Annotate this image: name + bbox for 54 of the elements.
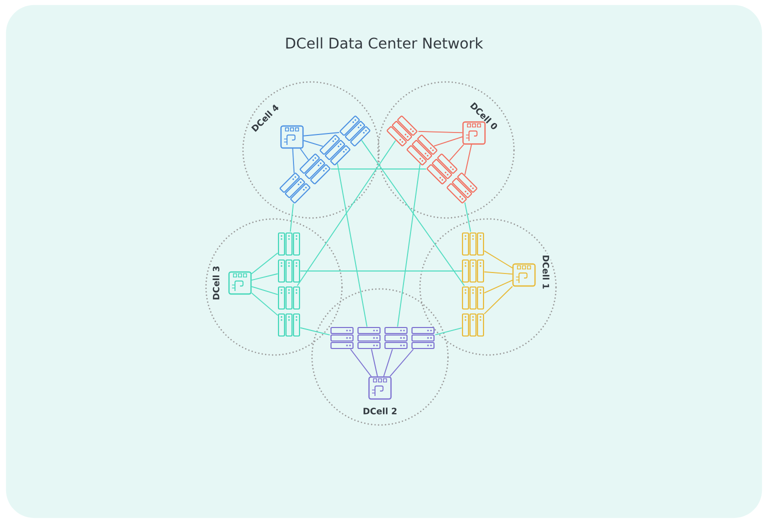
link-line	[464, 144, 472, 176]
link-line	[484, 286, 513, 314]
link-line	[300, 327, 330, 336]
link-line	[449, 144, 464, 162]
link-line	[303, 132, 340, 136]
switch-icon	[512, 263, 536, 287]
server-rack-icon	[280, 172, 310, 204]
server-rack-icon	[462, 286, 484, 310]
link-line	[390, 348, 414, 377]
server-rack-icon	[340, 116, 370, 146]
link-line	[484, 250, 513, 268]
link-line	[290, 203, 294, 232]
server-rack-icon	[278, 286, 300, 310]
link-line	[484, 271, 513, 275]
link-line	[330, 168, 427, 170]
title: DCell Data Center Network	[286, 37, 484, 49]
link-line	[484, 280, 513, 294]
link-line	[383, 348, 393, 377]
server-rack-icon	[406, 134, 438, 166]
link-line	[397, 164, 421, 328]
server-rack-icon	[278, 313, 300, 337]
link-line	[418, 130, 463, 134]
link-line	[361, 140, 465, 286]
switch-icon	[228, 271, 252, 295]
switch-icon	[368, 376, 392, 400]
server-rack-icon	[462, 232, 484, 256]
link-line	[296, 140, 396, 286]
link-line	[336, 163, 368, 328]
server-rack-icon	[357, 326, 381, 350]
link-line	[371, 348, 378, 377]
server-rack-icon	[426, 154, 458, 184]
switch-icon	[280, 125, 304, 149]
link-line	[251, 273, 278, 281]
server-rack-icon	[320, 134, 350, 166]
link-line	[464, 202, 472, 232]
server-rack-icon	[411, 326, 435, 350]
link-line	[292, 148, 295, 174]
server-rack-icon	[278, 259, 300, 283]
link-line	[251, 292, 278, 316]
server-rack-icon	[462, 259, 484, 283]
server-rack-icon	[384, 326, 408, 350]
link-line	[350, 348, 372, 377]
link-line	[303, 140, 324, 147]
server-rack-icon	[462, 313, 484, 337]
link-line	[434, 136, 463, 147]
server-rack-icon	[300, 154, 330, 184]
link-line	[251, 286, 278, 295]
server-rack-icon	[330, 326, 354, 350]
server-rack-icon	[446, 172, 478, 204]
server-rack-icon	[278, 232, 300, 256]
link-line	[300, 148, 309, 160]
link-line	[251, 252, 278, 274]
link-line	[300, 270, 462, 272]
server-rack-icon	[386, 116, 418, 146]
